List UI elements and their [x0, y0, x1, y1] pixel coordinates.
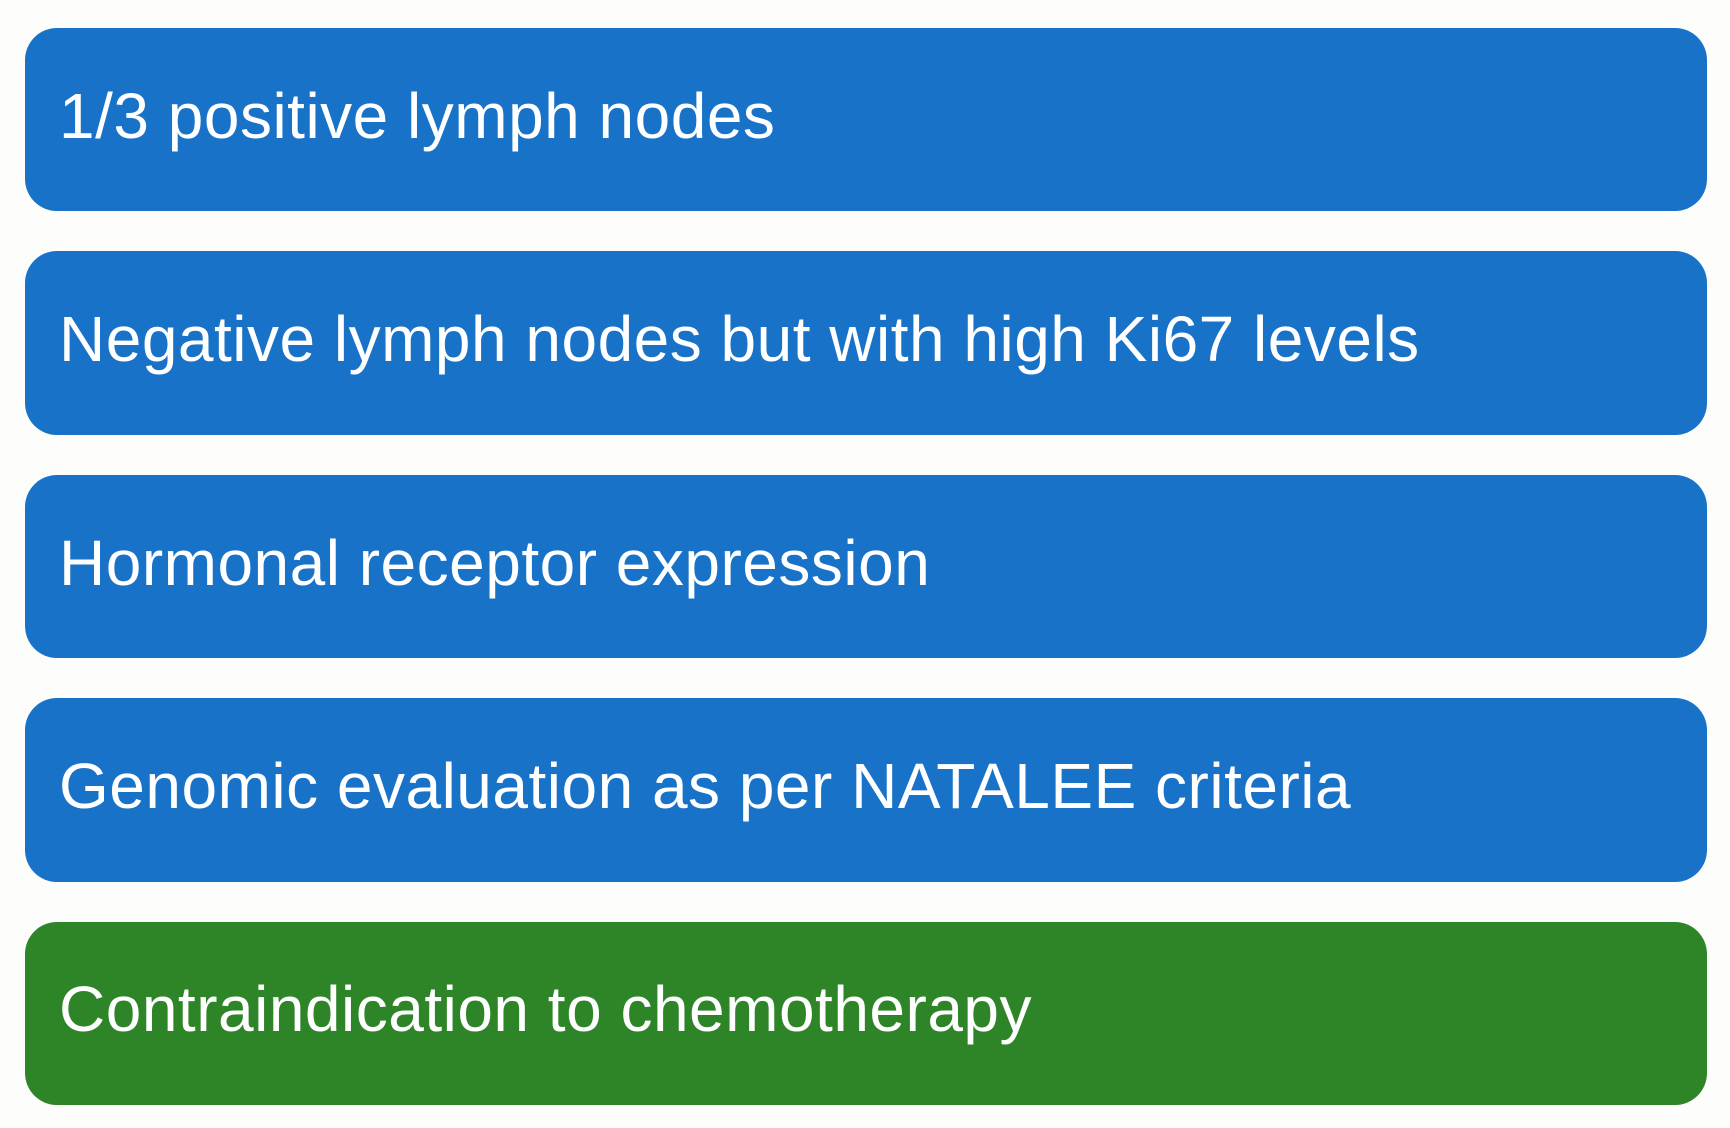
criterion-box-hormonal-receptor: Hormonal receptor expression	[25, 474, 1707, 659]
criterion-label-negative-lymph-nodes-ki67: Negative lymph nodes but with high Ki67 …	[59, 303, 1420, 376]
criterion-box-genomic-evaluation: Genomic evaluation as per NATALEE criter…	[25, 698, 1707, 882]
criterion-box-chemotherapy-contraindication: Contraindication to chemotherapy	[25, 921, 1707, 1106]
criterion-box-negative-lymph-nodes-ki67: Negative lymph nodes but with high Ki67 …	[25, 251, 1707, 435]
criterion-label-hormonal-receptor: Hormonal receptor expression	[59, 526, 931, 599]
criterion-label-genomic-evaluation: Genomic evaluation as per NATALEE criter…	[59, 749, 1352, 822]
criterion-box-positive-lymph-nodes: 1/3 positive lymph nodes	[25, 28, 1707, 212]
criterion-label-chemotherapy-contraindication: Contraindication to chemotherapy	[59, 973, 1032, 1046]
criterion-label-positive-lymph-nodes: 1/3 positive lymph nodes	[59, 79, 776, 152]
